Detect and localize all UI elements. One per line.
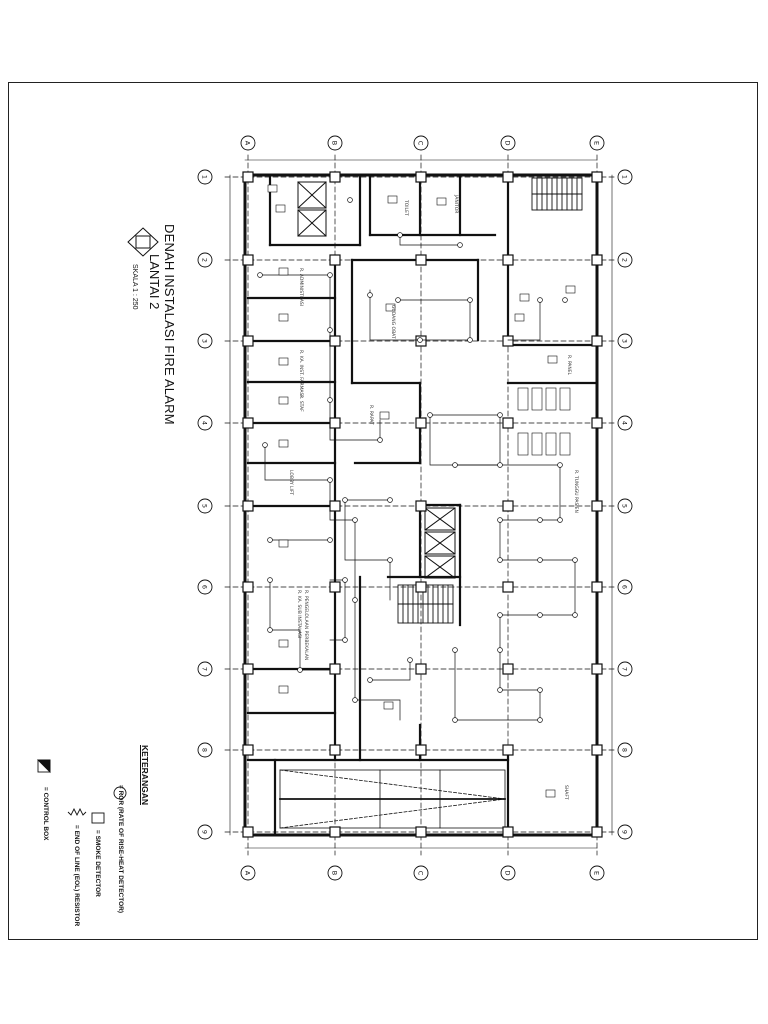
grid-label-col: B bbox=[331, 141, 339, 145]
interior-walls bbox=[246, 173, 599, 837]
room-label: R. KA. INST. FARMASI bbox=[298, 350, 304, 397]
grid-label-row: 6 bbox=[201, 585, 209, 589]
grid-label-col: C bbox=[417, 871, 425, 876]
grid-bubble-labels: A B C D E A B C D E 1 2 3 4 5 6 7 8 9 1 … bbox=[201, 140, 629, 875]
grid-label-col: E bbox=[593, 871, 601, 875]
room-label: R. PENGELOLAAN PERBEKALAN bbox=[303, 590, 309, 660]
grid-label-row: 6 bbox=[621, 585, 629, 589]
grid-label-row: 1 bbox=[201, 175, 209, 179]
room-label: R. PANEL bbox=[566, 355, 572, 376]
room-label: TOILET bbox=[403, 199, 409, 216]
grid-label-row: 7 bbox=[621, 667, 629, 671]
grid-label-row: 4 bbox=[621, 421, 629, 425]
grid-label-row: 7 bbox=[201, 667, 209, 671]
drawing-subtitle: LANTAI 2 bbox=[147, 254, 162, 310]
legend-item-ror: = ROR (RATE OF RISE-HEAT DETECTOR) bbox=[117, 785, 124, 914]
room-labels: GUDANG OBAT R. RAPAT R. KA. INST. FARMAS… bbox=[288, 194, 579, 800]
grid-label-col: E bbox=[593, 141, 601, 145]
room-label: R. KA. SUB INSTALASI bbox=[296, 590, 302, 638]
sheet-border bbox=[8, 82, 758, 940]
room-label: R. ADMINISTRASI bbox=[298, 268, 304, 306]
smoke-detectors bbox=[257, 197, 578, 723]
grid-label-row: 3 bbox=[621, 339, 629, 343]
grid-label-row: 4 bbox=[201, 421, 209, 425]
grid-label-row: 1 bbox=[621, 175, 629, 179]
ror-heat-detector-icon bbox=[113, 786, 127, 800]
eol-resistor-icon bbox=[67, 807, 87, 817]
grid-label-row: 9 bbox=[201, 830, 209, 834]
legend-icons bbox=[36, 759, 127, 824]
grid-label-col: A bbox=[244, 871, 252, 876]
grid-label-col: D bbox=[504, 870, 512, 875]
grid-bubbles bbox=[197, 135, 633, 881]
room-label: R. RAPAT bbox=[368, 405, 374, 425]
room-label: LOBBY LIFT bbox=[288, 470, 294, 495]
smoke-detector-icon bbox=[91, 812, 105, 824]
grid-label-col: D bbox=[504, 140, 512, 145]
grid-label-row: 8 bbox=[621, 748, 629, 752]
grid-label-col: C bbox=[417, 141, 425, 146]
grid-label-row: 2 bbox=[201, 258, 209, 262]
legend-item-eol: = END OF LINE (EOL) RESISTOR bbox=[73, 825, 80, 927]
grid-label-row: 5 bbox=[201, 504, 209, 508]
grid-label-row: 2 bbox=[621, 258, 629, 262]
seating bbox=[517, 387, 571, 456]
structural-columns bbox=[242, 171, 603, 838]
alarm-devices bbox=[267, 184, 576, 798]
drawing-scale: SKALA 1 : 250 bbox=[131, 264, 138, 310]
grid-label-row: 9 bbox=[621, 830, 629, 834]
room-label: GUDANG OBAT bbox=[390, 305, 396, 339]
room-label: SHAFT bbox=[563, 785, 569, 800]
grid-label-row: 5 bbox=[621, 504, 629, 508]
drawing-title: DENAH INSTALASI FIRE ALARM bbox=[162, 224, 177, 425]
legend-heading: KETERANGAN bbox=[140, 745, 150, 805]
legend-item-control: = CONTROL BOX bbox=[42, 787, 49, 841]
grid-label-col: B bbox=[331, 871, 339, 875]
room-label: R. STAF bbox=[298, 395, 304, 412]
grid-label-col: A bbox=[244, 141, 252, 146]
legend-item-smoke: = SMOKE DETECTOR bbox=[94, 830, 101, 897]
grid-label-row: 8 bbox=[201, 748, 209, 752]
room-label: JANITOR bbox=[453, 194, 459, 213]
grid-label-row: 3 bbox=[201, 339, 209, 343]
ramp bbox=[279, 769, 506, 829]
lift-shaft bbox=[297, 181, 456, 579]
room-label: R. TUNGGU PASIEN bbox=[573, 470, 579, 513]
title-symbol-icon bbox=[127, 227, 159, 257]
control-box-icon bbox=[36, 759, 51, 774]
